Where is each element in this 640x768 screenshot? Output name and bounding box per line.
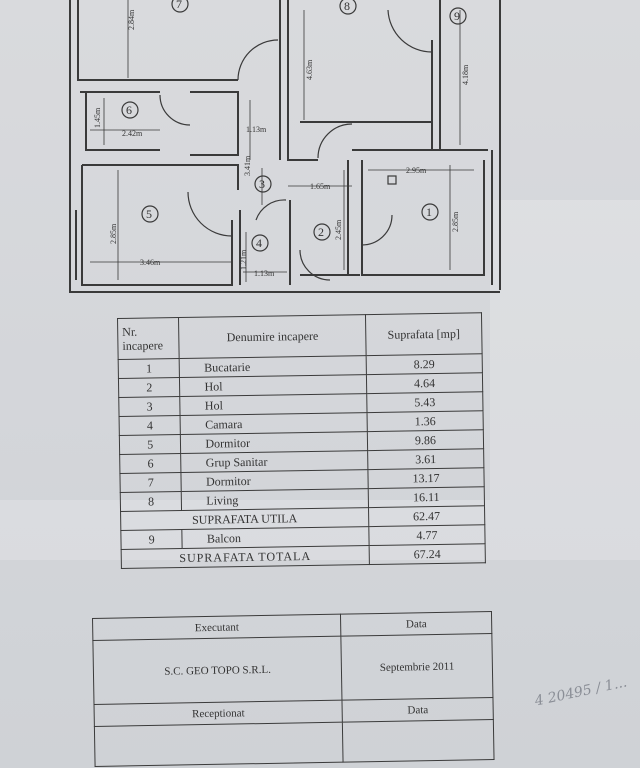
signature-table: Executant Data S.C. GEO TOPO S.R.L. Sept… [92,611,495,767]
room-area-cell: 4.64 [366,372,483,394]
room-number-cell: 4 [119,415,181,436]
room-circle-2 [313,223,331,241]
room-area-cell: 16.11 [368,486,485,508]
receptionat-signature-cell [94,722,344,767]
room6-walls [80,91,239,156]
room-circle-3 [254,175,272,193]
room-area-cell: 13.17 [367,467,485,489]
room-number-cell: 8 [120,491,182,512]
stove-symbol [387,175,397,185]
dim-room2-height: 2.45m [334,219,343,240]
dim-room6-height: 1.45m [93,107,102,128]
door-arc-5 [187,191,233,237]
dim-room7-height: 2.84m [127,9,136,30]
total-area-label: SUPRAFATA TOTALA [121,545,370,569]
room-number-4: 4 [256,236,262,250]
dim-hall-b: 3.41m [243,155,252,176]
dim-room5-height: 2.85m [109,223,118,244]
room-circle-5 [141,205,159,223]
room4-walls [239,200,291,285]
balcony-number: 9 [120,529,183,550]
door-arc-7 [237,39,279,81]
room-circle-7 [171,0,189,13]
room-circle-1 [421,203,439,221]
door-arc-6 [159,94,191,126]
room-number-cell: 6 [119,453,182,474]
door-arc-1 [361,214,393,246]
total-area-value: 67.24 [369,543,486,565]
room-circle-9 [449,7,467,25]
room-circle-6 [121,101,139,119]
door-arc-8 [317,123,353,159]
room-circle-4 [251,234,269,252]
room-area-cell: 3.61 [367,448,484,470]
room-number-cell: 2 [118,377,181,398]
header-area: Suprafata [mp] [365,312,483,356]
dim-hall-a: 1.13m [246,125,267,134]
wall-hall-left-inner [287,0,318,161]
room-number-8: 8 [344,0,350,13]
dim-room9-height: 4.18m [461,64,470,85]
outer-wall-left-bottom [69,0,500,293]
room6-inner [85,92,160,151]
dim-room4-height: 1.21m [239,249,248,270]
room-number-7: 7 [176,0,182,11]
room-number-9: 9 [454,9,460,23]
room-number-1: 1 [426,205,432,219]
dim-room5-width: 3.46m [140,258,161,267]
room-number-cell: 7 [119,472,182,493]
executant-name: S.C. GEO TOPO S.R.L. [92,636,343,705]
room-area-cell: 5.43 [366,391,484,413]
room-number-6: 6 [126,103,132,117]
room-number-cell: 1 [118,358,180,379]
room-number-cell: 3 [118,396,181,417]
door-arc-2 [299,249,331,281]
useful-area-value: 62.47 [368,505,485,527]
data-label-2: Data [342,697,494,723]
room-number-2: 2 [318,225,324,239]
room-area-cell: 9.86 [367,429,484,451]
room5-top [82,164,239,190]
room-area-cell: 8.29 [366,353,483,375]
door-arc-4 [255,199,287,221]
data-label: Data [340,611,492,637]
room5-walls [81,165,233,286]
room-area-cell: 1.36 [366,410,484,432]
dim-room8-height: 4.63m [305,59,314,80]
room-number-3: 3 [259,177,265,191]
room-number-5: 5 [146,207,152,221]
room-number-cell: 5 [119,434,182,455]
room1-walls [361,160,485,276]
room-area-table: Nr. incapere Denumire incapere Suprafata… [117,312,486,569]
dim-room1-height: 2.85m [451,211,460,232]
door-arc-9 [387,9,433,53]
data-value: Septembrie 2011 [341,633,493,701]
room-circle-8 [339,0,357,15]
dim-room2-width: 1.65m [310,182,331,191]
header-room-number: Nr. incapere [117,317,180,360]
balcony-area: 4.77 [368,524,486,546]
receptionat-date-cell [342,719,495,763]
wall-room7-bottom [77,0,238,81]
header-room-name: Denumire incapere [178,314,367,359]
table-header-row: Nr. incapere Denumire incapere Suprafata… [117,312,483,360]
dim-room1-width: 2.95m [406,166,427,175]
dim-room4-width: 1.13m [254,269,275,278]
dim-room6-width: 2.42m [122,129,143,138]
